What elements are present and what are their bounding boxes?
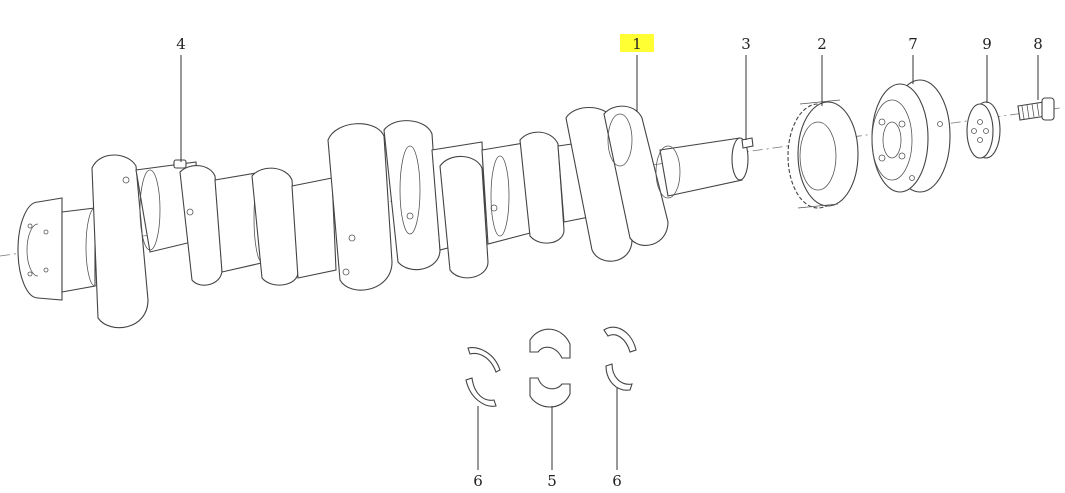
thrust-washer-right[interactable] — [603, 326, 637, 391]
callout-5[interactable]: 5 — [547, 472, 557, 490]
callout-6-left[interactable]: 6 — [473, 472, 483, 490]
callout-7[interactable]: 7 — [908, 35, 918, 53]
crankshaft[interactable] — [17, 105, 749, 329]
callout-3[interactable]: 3 — [741, 35, 751, 53]
callout-labels: 1 2 3 4 5 6 6 7 8 9 — [176, 35, 1043, 490]
timing-gear[interactable] — [787, 99, 859, 209]
callout-9[interactable]: 9 — [982, 35, 992, 53]
pulley-hub[interactable] — [871, 79, 951, 193]
leader-lines — [180, 55, 1039, 470]
thrust-washer-left[interactable] — [465, 347, 501, 407]
dowel-pin-4[interactable] — [173, 159, 187, 169]
bolt[interactable] — [1017, 97, 1055, 121]
callout-6-right[interactable]: 6 — [612, 472, 622, 490]
main-bearing-shells[interactable] — [529, 328, 571, 408]
callout-2[interactable]: 2 — [817, 35, 827, 53]
dowel-pin-3[interactable] — [741, 137, 754, 149]
callout-1[interactable]: 1 — [632, 35, 642, 53]
callout-highlight — [620, 34, 654, 52]
callout-8[interactable]: 8 — [1033, 35, 1043, 53]
washer[interactable] — [966, 101, 1001, 159]
callout-4[interactable]: 4 — [176, 35, 186, 53]
